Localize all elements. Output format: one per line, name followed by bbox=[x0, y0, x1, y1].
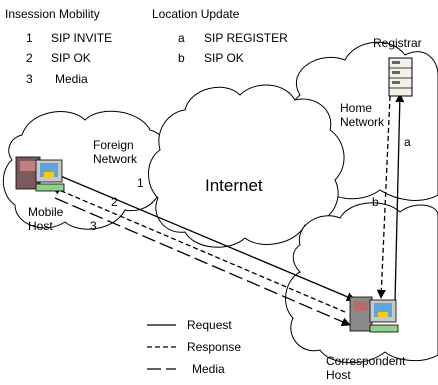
internet-label: Internet bbox=[205, 176, 263, 195]
insession-label-2: SIP OK bbox=[51, 51, 91, 65]
response-key-label: Response bbox=[187, 340, 241, 354]
correspondent-host-label-2: Host bbox=[326, 368, 351, 382]
request-key-label: Request bbox=[187, 318, 232, 332]
media-arrow bbox=[54, 197, 351, 326]
mobile-host-computer-icon bbox=[15, 156, 65, 192]
arrow-label-1: 1 bbox=[137, 176, 144, 190]
media-key-label: Media bbox=[192, 362, 225, 376]
location-letter-a: a bbox=[178, 31, 185, 45]
insession-num-3: 3 bbox=[26, 72, 33, 86]
home-network-label-2: Network bbox=[340, 115, 385, 129]
insession-num-2: 2 bbox=[26, 51, 33, 65]
arrow-label-2: 2 bbox=[111, 195, 118, 209]
correspondent-host-computer-icon bbox=[349, 296, 399, 333]
home-network-label-1: Home bbox=[340, 101, 372, 115]
insession-num-1: 1 bbox=[26, 31, 33, 45]
insession-label-1: SIP INVITE bbox=[51, 31, 112, 45]
sip-ok-arrow bbox=[51, 186, 346, 313]
arrow-label-a: a bbox=[404, 135, 411, 149]
registrar-label: Registrar bbox=[373, 36, 422, 50]
insession-label-3: Media bbox=[55, 72, 88, 86]
correspondent-network-cloud bbox=[285, 202, 438, 364]
mobile-host-label-1: Mobile bbox=[28, 205, 64, 219]
location-letter-b: b bbox=[178, 51, 185, 65]
location-label-b: SIP OK bbox=[204, 51, 244, 65]
foreign-network-cloud bbox=[2, 110, 168, 230]
location-title: Location Update bbox=[152, 7, 240, 21]
foreign-network-label-2: Network bbox=[93, 152, 138, 166]
arrow-label-3: 3 bbox=[90, 219, 97, 233]
mobile-host-label-2: Host bbox=[28, 219, 53, 233]
location-label-a: SIP REGISTER bbox=[204, 31, 288, 45]
sip-invite-arrow bbox=[57, 174, 356, 302]
sip-register-arrow bbox=[394, 93, 405, 303]
correspondent-host-label-1: Correspondent bbox=[326, 354, 406, 368]
arrow-label-b: b bbox=[372, 195, 379, 209]
foreign-network-label-1: Foreign bbox=[93, 138, 134, 152]
registrar-ok-arrow bbox=[376, 95, 391, 299]
registrar-server-icon bbox=[388, 57, 413, 97]
insession-title: Insession Mobility bbox=[5, 7, 100, 21]
